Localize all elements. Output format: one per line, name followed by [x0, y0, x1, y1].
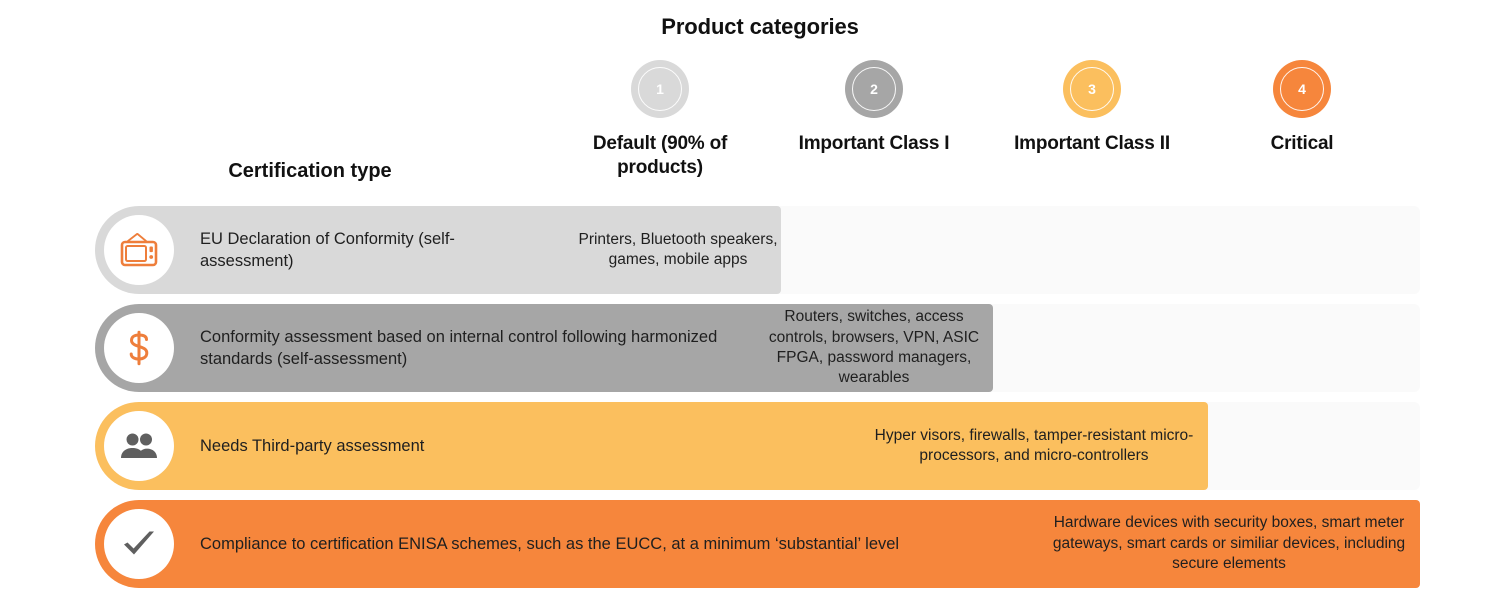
category-label-4: Critical [1270, 133, 1334, 154]
category-badge-1: 1 [631, 60, 689, 118]
row-label: Compliance to certification ENISA scheme… [200, 534, 900, 553]
category-label-2: Important Class I [798, 133, 950, 154]
row-examples: Printers, Bluetooth speakers, games, mob… [578, 230, 778, 268]
category-column-3: 3 Important Class II [982, 60, 1202, 156]
row-label: EU Declaration of Conformity (self-asses… [200, 229, 455, 270]
row-label: Conformity assessment based on internal … [200, 327, 718, 368]
dollar-sign-icon [104, 313, 174, 383]
row-fill [95, 304, 993, 392]
category-badge-4: 4 [1273, 60, 1331, 118]
category-label-1: Default (90% of products) [592, 133, 728, 179]
row-fill [95, 206, 781, 294]
page-title: Product categories [661, 14, 859, 39]
header-area: Certification type 1 Default (90% of pro… [0, 60, 1504, 195]
row-fill [95, 402, 1208, 490]
category-badge-number-2: 2 [870, 81, 878, 97]
row-label: Needs Third-party assessment [200, 436, 425, 455]
category-badge-number-4: 4 [1298, 81, 1306, 97]
checkmark-icon [104, 509, 174, 579]
category-badge-number-1: 1 [656, 81, 664, 97]
row-fill [95, 500, 1420, 588]
category-badge-number-3: 3 [1088, 81, 1096, 97]
category-column-4: 4 Critical [1192, 60, 1412, 156]
title-container: Product categories [560, 14, 960, 40]
people-group-icon [104, 411, 174, 481]
category-column-1: 1 Default (90% of products) [550, 60, 770, 181]
certification-type-heading: Certification type [228, 160, 392, 182]
category-badge-3: 3 [1063, 60, 1121, 118]
category-column-2: 2 Important Class I [764, 60, 984, 156]
row-examples: Hardware devices with security boxes, sm… [1052, 514, 1406, 573]
row-examples: Hyper visors, firewalls, tamper-resistan… [874, 426, 1194, 464]
category-badge-2: 2 [845, 60, 903, 118]
row-examples: Routers, switches, access controls, brow… [768, 308, 980, 387]
category-label-3: Important Class II [1014, 133, 1170, 154]
retro-tv-icon [104, 215, 174, 285]
